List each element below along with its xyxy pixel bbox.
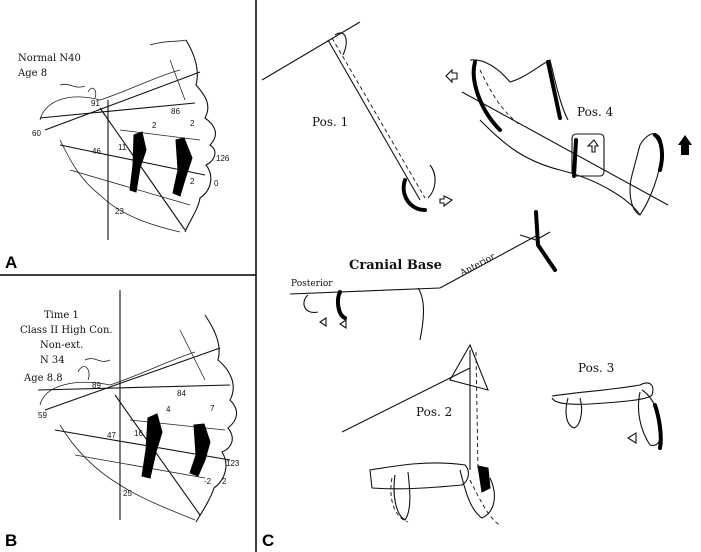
svg-text:46: 46 bbox=[92, 147, 101, 156]
svg-text:2: 2 bbox=[222, 477, 227, 486]
panel-a: A Normal N40 Age 8 91 86 60 46 2 11 2 2 … bbox=[5, 39, 230, 272]
svg-text:Time 1: Time 1 bbox=[44, 310, 79, 321]
panel-a-title: Normal N40 bbox=[18, 53, 81, 64]
svg-text:2: 2 bbox=[152, 121, 157, 130]
panel-b-incisor-upper bbox=[141, 413, 163, 479]
panel-c: C Pos. 1 Pos. 4 bbox=[261, 21, 692, 550]
svg-text:25: 25 bbox=[123, 489, 132, 498]
pos1-arrow-icon bbox=[439, 195, 454, 208]
svg-text:Age 8.8: Age 8.8 bbox=[23, 373, 63, 384]
pos1-label: Pos. 1 bbox=[312, 115, 348, 129]
svg-text:2: 2 bbox=[190, 119, 195, 128]
pos4-label: Pos. 4 bbox=[577, 105, 614, 119]
svg-text:23: 23 bbox=[115, 207, 124, 216]
panel-b-letter: B bbox=[5, 531, 17, 550]
svg-text:84: 84 bbox=[177, 389, 186, 398]
svg-text:86: 86 bbox=[171, 107, 180, 116]
cranial-base-diagram: Cranial Base Posterior Anterior bbox=[289, 210, 557, 341]
svg-text:60: 60 bbox=[32, 129, 41, 138]
pos4-diagram: Pos. 4 bbox=[445, 59, 692, 216]
panel-a-age: Age 8 bbox=[17, 68, 47, 79]
svg-text:47: 47 bbox=[107, 431, 116, 440]
panel-b-profile bbox=[195, 314, 238, 523]
panel-a-letter: A bbox=[5, 253, 17, 272]
pos3-diagram: Pos. 3 bbox=[551, 361, 663, 450]
svg-text:16: 16 bbox=[134, 429, 143, 438]
pos1-diagram: Pos. 1 bbox=[261, 21, 454, 212]
svg-text:123: 123 bbox=[226, 459, 240, 468]
svg-text:-2: -2 bbox=[204, 477, 212, 486]
panel-c-letter: C bbox=[262, 531, 274, 550]
pos2-diagram: Pos. 2 bbox=[341, 343, 501, 526]
svg-text:91: 91 bbox=[91, 99, 100, 108]
svg-text:7: 7 bbox=[210, 404, 215, 413]
svg-text:4: 4 bbox=[166, 405, 171, 414]
svg-text:89: 89 bbox=[92, 381, 101, 390]
svg-text:11: 11 bbox=[118, 143, 127, 152]
svg-text:59: 59 bbox=[38, 411, 47, 420]
posterior-label: Posterior bbox=[291, 279, 333, 289]
svg-text:Class II High Con.: Class II High Con. bbox=[20, 325, 113, 336]
panel-b: B Time 1 Class II High Con. Non-ext. N 3… bbox=[5, 290, 240, 550]
svg-text:0: 0 bbox=[214, 179, 219, 188]
panel-a-profile bbox=[184, 39, 216, 233]
pos4-arrow-icon bbox=[678, 135, 692, 155]
pos2-label: Pos. 2 bbox=[416, 405, 452, 419]
svg-text:N 34: N 34 bbox=[40, 355, 65, 366]
svg-text:Non-ext.: Non-ext. bbox=[40, 340, 83, 351]
panel-a-incisor-upper bbox=[129, 131, 147, 193]
pos3-label: Pos. 3 bbox=[578, 361, 614, 375]
panel-b-incisor-lower bbox=[189, 423, 211, 477]
svg-text:2: 2 bbox=[190, 177, 195, 186]
svg-text:126: 126 bbox=[216, 154, 230, 163]
panel-a-incisor-lower bbox=[172, 137, 193, 197]
cranial-base-label: Cranial Base bbox=[349, 258, 442, 273]
anterior-label: Anterior bbox=[458, 252, 498, 280]
